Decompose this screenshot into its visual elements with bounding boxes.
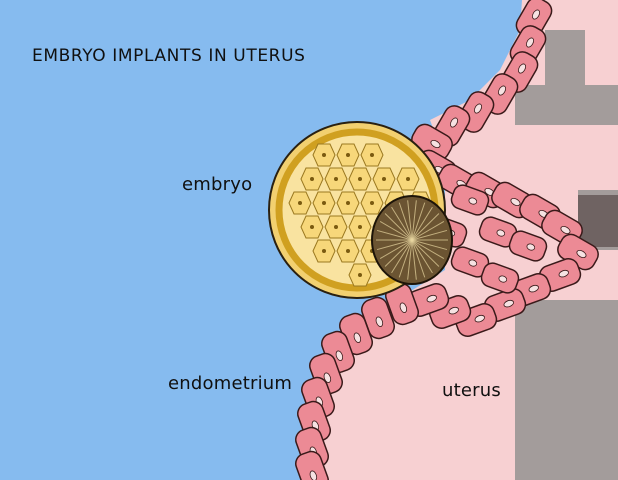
embryo-cell — [324, 167, 348, 191]
embryo-cell — [312, 239, 336, 263]
embryo-cell — [312, 191, 336, 215]
embryo-cell — [336, 239, 360, 263]
invading-cell — [450, 184, 490, 216]
embryo-cell — [372, 167, 396, 191]
embryo-cell — [396, 167, 420, 191]
label-uterus: uterus — [442, 380, 501, 401]
embryo — [268, 121, 453, 299]
endometrium-cells — [295, 0, 599, 480]
invading-cell — [478, 216, 518, 248]
embryo-cell — [312, 143, 336, 167]
embryo-cell — [300, 215, 324, 239]
invading-cell — [508, 230, 548, 262]
epithelial-cell — [295, 450, 329, 480]
embryo-cell — [300, 167, 324, 191]
embryo-cell — [288, 191, 312, 215]
invading-cell — [480, 262, 520, 294]
embryo-cell — [360, 191, 384, 215]
tissue-shadow-dark — [578, 195, 618, 247]
embryo-cell — [348, 215, 372, 239]
embryo-cell — [324, 215, 348, 239]
diagram-title: EMBRYO IMPLANTS IN UTERUS — [32, 46, 306, 66]
embryo-cell — [348, 263, 372, 287]
embryo-cell — [360, 143, 384, 167]
embryo-cell — [336, 143, 360, 167]
label-endometrium: endometrium — [168, 373, 293, 394]
embryo-cell — [336, 191, 360, 215]
embryo-cell — [348, 167, 372, 191]
epithelial-cell — [385, 282, 419, 326]
label-embryo: embryo — [182, 174, 253, 195]
